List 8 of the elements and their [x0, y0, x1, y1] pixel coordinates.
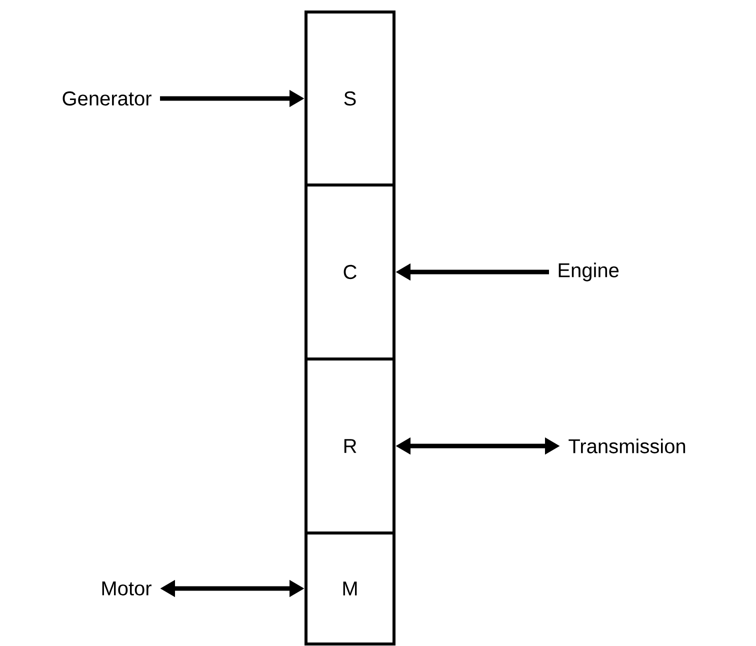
column-segment: C	[304, 184, 396, 360]
column-segment: R	[304, 358, 396, 534]
component-label: Motor	[102, 582, 152, 596]
component-label: Engine	[558, 262, 619, 282]
component-label: Transmission	[568, 438, 686, 454]
column-segment: S	[304, 10, 396, 186]
component-label: Generator	[62, 91, 152, 106]
column-segment: M	[304, 531, 396, 646]
